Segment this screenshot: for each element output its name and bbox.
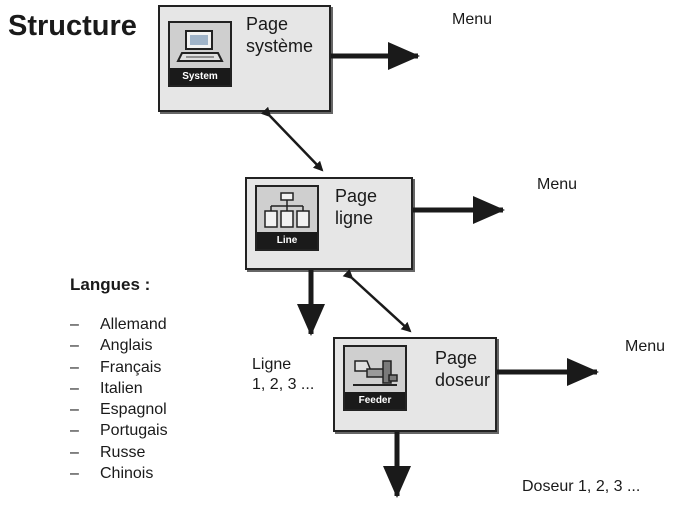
network-icon <box>264 192 310 228</box>
feeder-label-line2: doseur <box>435 370 491 390</box>
languages-list: Allemand Anglais Français Italien Espagn… <box>70 314 168 485</box>
language-item: Français <box>70 357 168 379</box>
feeder-icon-tile: Feeder <box>343 345 407 411</box>
language-item: Chinois <box>70 463 168 485</box>
line-feeder-arrow <box>342 268 412 333</box>
language-item: Portugais <box>70 420 168 442</box>
computer-icon <box>176 30 224 62</box>
line-page-box: Line Page ligne <box>245 177 413 270</box>
feeder-page-box: Feeder Page doseur <box>333 337 497 432</box>
language-item: Allemand <box>70 314 168 336</box>
language-item: Italien <box>70 378 168 400</box>
feeder-menu-label: Menu <box>625 338 666 355</box>
line-numbers-label-1: Ligne <box>252 356 292 373</box>
language-item: Anglais <box>70 335 168 357</box>
feeder-icon-caption: Feeder <box>345 392 405 409</box>
line-icon-caption: Line <box>257 232 317 249</box>
system-page-box: System Page système <box>158 5 331 112</box>
system-label-line2: système <box>246 36 314 56</box>
system-icon: System <box>168 21 232 87</box>
feeder-icon <box>353 360 398 386</box>
diagram-title: Structure <box>8 10 137 42</box>
line-icon: Line <box>255 185 319 251</box>
language-item: Espagnol <box>70 399 168 421</box>
system-menu-label: Menu <box>452 11 493 28</box>
line-numbers-label-2: 1, 2, 3 ... <box>252 376 315 393</box>
system-line-arrow <box>260 106 324 172</box>
languages-title: Langues : <box>70 275 151 294</box>
system-icon-caption: System <box>170 68 230 85</box>
feeder-numbers-label: Doseur 1, 2, 3 ... <box>522 478 641 495</box>
language-item: Russe <box>70 442 168 464</box>
system-label-line1: Page <box>246 14 289 34</box>
line-label-line1: Page <box>335 186 378 206</box>
line-label-line2: ligne <box>335 208 374 228</box>
feeder-label-line1: Page <box>435 348 478 368</box>
line-menu-label: Menu <box>537 176 578 193</box>
